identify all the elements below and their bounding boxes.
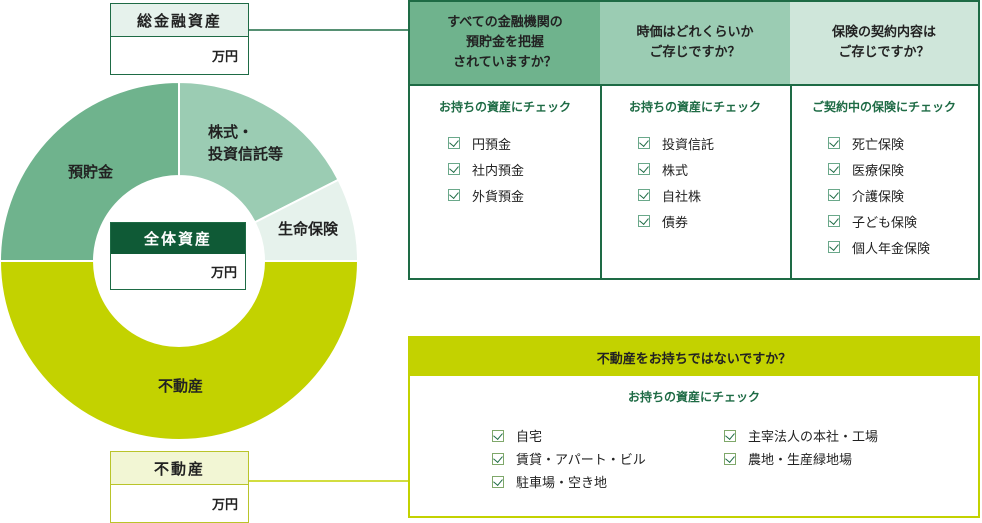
checkbox-icon[interactable] [448, 189, 460, 201]
checklist-item[interactable]: 債券 [638, 208, 790, 234]
savings-question-line3: されていますか？ [453, 55, 557, 70]
investment-checklist: 投資信託 株式 自社株 債券 [600, 126, 790, 234]
checklist-label: 賃貸・アパート・ビル [516, 453, 646, 468]
checkbox-icon[interactable] [638, 163, 650, 175]
investment-question-line1: 時価はどれくらいか [636, 25, 754, 40]
savings-column: すべての金融機関の 預貯金を把握 されていますか？ お持ちの資産にチェック 円預… [410, 2, 602, 278]
checkbox-icon[interactable] [828, 241, 840, 253]
investment-question: 時価はどれくらいか ご存じですか？ [600, 2, 790, 84]
checkbox-icon[interactable] [638, 215, 650, 227]
checklist-label: 子ども保険 [852, 215, 918, 231]
checklist-item[interactable]: 子ども保険 [828, 208, 978, 234]
checklist-item[interactable]: 個人年金保険 [828, 234, 978, 260]
checkbox-icon[interactable] [448, 137, 460, 149]
donut-segment-stocks [178, 80, 340, 224]
checklist-label: 円預金 [472, 137, 512, 153]
checklist-item[interactable]: 外貨預金 [448, 182, 600, 208]
realestate-check-panel: 不動産をお持ちではないですか？ お持ちの資産にチェック 自宅 賃貸・アパート・ビ… [408, 336, 980, 518]
checklist-label: 債券 [662, 215, 689, 231]
total-financial-title: 総金融資産 [111, 4, 248, 37]
checklist-label: 農地・生産緑地場 [748, 453, 853, 468]
checklist-item[interactable]: 円預金 [448, 130, 600, 156]
realestate-question: 不動産をお持ちではないですか？ [410, 338, 978, 376]
checklist-item[interactable]: 農地・生産緑地場 [724, 447, 878, 470]
real-estate-unit: 万円 [211, 498, 238, 513]
savings-question-line1: すべての金融機関の [447, 15, 563, 30]
checkbox-icon[interactable] [638, 189, 650, 201]
investment-column: 時価はどれくらいか ご存じですか？ お持ちの資産にチェック 投資信託 株式 自社… [600, 2, 792, 278]
insurance-question-line1: 保険の契約内容は [831, 25, 936, 40]
insurance-checklist: 死亡保険 医療保険 介護保険 子ども保険 個人年金保険 [790, 126, 978, 260]
checklist-label: 医療保険 [852, 163, 905, 179]
segment-label-stocks: 株式・ 投資信託等 [208, 121, 283, 165]
checkbox-icon[interactable] [492, 429, 504, 442]
insurance-column: 保険の契約内容は ご存じですか？ ご契約中の保険にチェック 死亡保険 医療保険 … [790, 2, 978, 278]
checklist-item[interactable]: 株式 [638, 156, 790, 182]
checklist-label: 外貨預金 [472, 189, 525, 205]
real-estate-title: 不動産 [111, 452, 248, 485]
checkbox-icon[interactable] [724, 452, 736, 465]
realestate-subheading: お持ちの資産にチェック [627, 389, 760, 404]
realestate-checklist-right: 主宰法人の本社・工場 農地・生産緑地場 [686, 424, 878, 470]
checkbox-icon[interactable] [828, 163, 840, 175]
savings-question-line2: 預貯金を把握 [465, 35, 544, 50]
segment-label-stocks-line1: 株式・ [208, 123, 254, 141]
investment-subheading: お持ちの資産にチェック [600, 84, 790, 126]
checklist-label: 介護保険 [852, 189, 905, 205]
savings-subheading: お持ちの資産にチェック [410, 84, 600, 126]
checklist-label: 駐車場・空き地 [516, 476, 608, 491]
donut-segment-savings [0, 80, 180, 262]
checklist-label: 主宰法人の本社・工場 [748, 430, 879, 445]
financial-check-panel: すべての金融機関の 預貯金を把握 されていますか？ お持ちの資産にチェック 円預… [408, 0, 980, 280]
asset-donut-chart [0, 80, 360, 441]
checklist-label: 株式 [662, 163, 689, 179]
total-assets-box: 全体資産 万円 [110, 222, 246, 290]
checklist-item[interactable]: 自宅 [492, 424, 646, 447]
checkbox-icon[interactable] [828, 189, 840, 201]
checkbox-icon[interactable] [492, 452, 504, 465]
checklist-item[interactable]: 介護保険 [828, 182, 978, 208]
insurance-question: 保険の契約内容は ご存じですか？ [790, 2, 978, 84]
real-estate-box: 不動産 万円 [110, 451, 249, 523]
checklist-label: 自宅 [516, 430, 543, 445]
checklist-item[interactable]: 社内預金 [448, 156, 600, 182]
checkbox-icon[interactable] [448, 163, 460, 175]
checklist-item[interactable]: 医療保険 [828, 156, 978, 182]
investment-question-line2: ご存じですか？ [649, 45, 741, 60]
savings-question: すべての金融機関の 預貯金を把握 されていますか？ [410, 2, 600, 84]
checklist-item[interactable]: 投資信託 [638, 130, 790, 156]
checklist-label: 投資信託 [662, 137, 715, 153]
checkbox-icon[interactable] [828, 215, 840, 227]
checklist-item[interactable]: 主宰法人の本社・工場 [724, 424, 878, 447]
segment-label-insurance: 生命保険 [278, 220, 339, 238]
total-assets-title: 全体資産 [111, 223, 245, 254]
segment-label-savings: 預貯金 [68, 163, 114, 181]
segment-label-stocks-line2: 投資信託等 [208, 145, 284, 163]
total-assets-unit: 万円 [210, 266, 237, 281]
checkbox-icon[interactable] [638, 137, 650, 149]
checklist-item[interactable]: 賃貸・アパート・ビル [492, 447, 646, 470]
savings-checklist: 円預金 社内預金 外貨預金 [410, 126, 600, 208]
total-financial-unit: 万円 [211, 50, 238, 65]
checklist-label: 個人年金保険 [852, 241, 931, 257]
segment-label-realestate: 不動産 [158, 377, 204, 395]
checklist-item[interactable]: 死亡保険 [828, 130, 978, 156]
checklist-label: 自社株 [662, 189, 702, 205]
checklist-label: 社内預金 [472, 163, 525, 179]
insurance-subheading: ご契約中の保険にチェック [790, 84, 978, 126]
checkbox-icon[interactable] [724, 429, 736, 442]
checklist-label: 死亡保険 [852, 137, 905, 153]
total-financial-box: 総金融資産 万円 [110, 3, 249, 75]
checkbox-icon[interactable] [492, 475, 504, 488]
donut-segment-realestate [0, 260, 360, 441]
checkbox-icon[interactable] [828, 137, 840, 149]
realestate-checklist-left: 自宅 賃貸・アパート・ビル 駐車場・空き地 [454, 424, 646, 493]
checklist-item[interactable]: 駐車場・空き地 [492, 470, 646, 493]
insurance-question-line2: ご存じですか？ [838, 45, 930, 60]
checklist-item[interactable]: 自社株 [638, 182, 790, 208]
